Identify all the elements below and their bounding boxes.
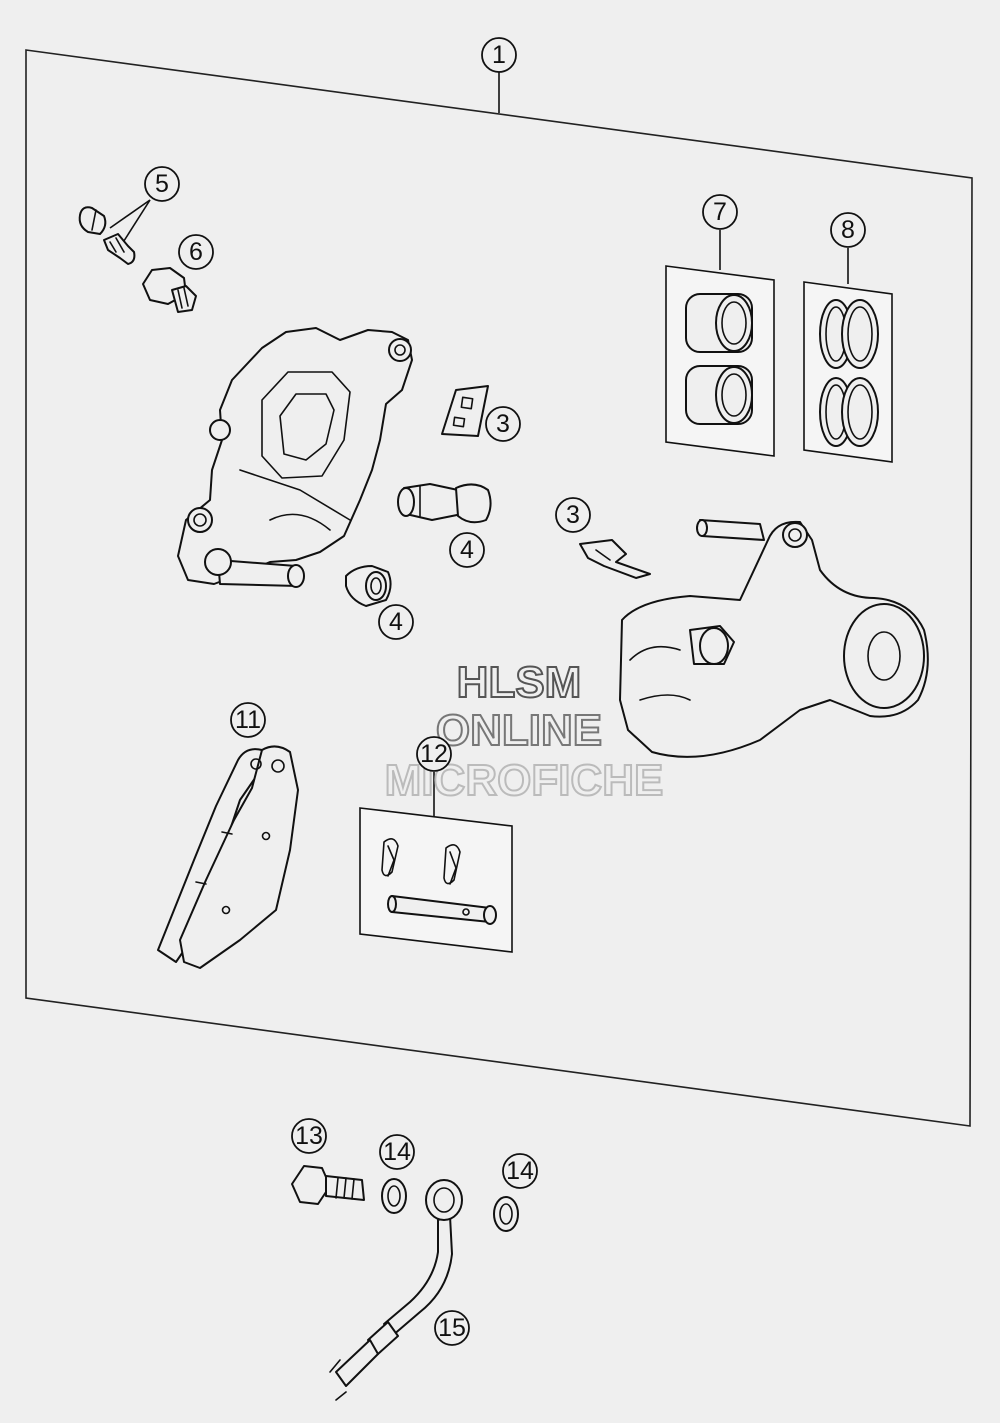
kit-frame bbox=[25, 49, 973, 1127]
callout-12: 12 bbox=[416, 736, 452, 772]
brake-pads-part bbox=[157, 745, 299, 969]
callout-8: 8 bbox=[830, 212, 866, 248]
pistons-kit-part bbox=[665, 265, 775, 457]
pad-spring-lower-part bbox=[579, 539, 651, 579]
callout-label: 3 bbox=[496, 410, 510, 438]
plug-screw-part bbox=[142, 267, 197, 313]
guide-bolt-part bbox=[397, 483, 492, 524]
callout-label: 4 bbox=[460, 536, 474, 564]
leader-lines bbox=[109, 72, 849, 818]
sealing-washer-left-part bbox=[381, 1178, 407, 1214]
watermark-line-1: HLSM bbox=[457, 658, 582, 707]
banjo-bolt-part bbox=[291, 1165, 365, 1205]
callout-label: 7 bbox=[713, 198, 727, 226]
callout-4-upper: 4 bbox=[449, 532, 485, 568]
callout-14-right: 14 bbox=[502, 1153, 538, 1189]
caliper-housing-part bbox=[177, 327, 413, 588]
callout-label: 14 bbox=[506, 1157, 534, 1185]
callout-3-lower: 3 bbox=[555, 497, 591, 533]
caliper-bracket-part bbox=[619, 519, 929, 758]
pad-spring-upper-part bbox=[441, 385, 489, 437]
callout-label: 3 bbox=[566, 501, 580, 529]
watermark-line-2: ONLINE bbox=[436, 706, 602, 755]
callout-label: 13 bbox=[295, 1122, 323, 1150]
callout-label: 1 bbox=[492, 41, 506, 69]
bleeder-valve-part bbox=[78, 206, 136, 265]
callout-6: 6 bbox=[178, 234, 214, 270]
callout-4-lower: 4 bbox=[378, 604, 414, 640]
callout-label: 5 bbox=[155, 170, 169, 198]
callout-label: 8 bbox=[841, 216, 855, 244]
brake-line-part bbox=[329, 1179, 463, 1401]
callout-label: 12 bbox=[420, 740, 448, 768]
pin-clip-kit-part bbox=[359, 807, 513, 953]
callout-13: 13 bbox=[291, 1118, 327, 1154]
guide-boot-part bbox=[345, 565, 392, 607]
callout-15: 15 bbox=[434, 1310, 470, 1346]
callout-7: 7 bbox=[702, 194, 738, 230]
callout-label: 15 bbox=[438, 1314, 466, 1342]
callout-14-left: 14 bbox=[379, 1134, 415, 1170]
seal-kit-part bbox=[803, 281, 893, 463]
callout-label: 6 bbox=[189, 238, 203, 266]
callout-label: 14 bbox=[383, 1138, 411, 1166]
callout-3-upper: 3 bbox=[485, 406, 521, 442]
callout-11: 11 bbox=[230, 702, 266, 738]
callout-label: 11 bbox=[235, 706, 261, 734]
sealing-washer-right-part bbox=[493, 1196, 519, 1232]
callout-1: 1 bbox=[481, 37, 517, 73]
callout-label: 4 bbox=[389, 608, 403, 636]
callout-5: 5 bbox=[144, 166, 180, 202]
